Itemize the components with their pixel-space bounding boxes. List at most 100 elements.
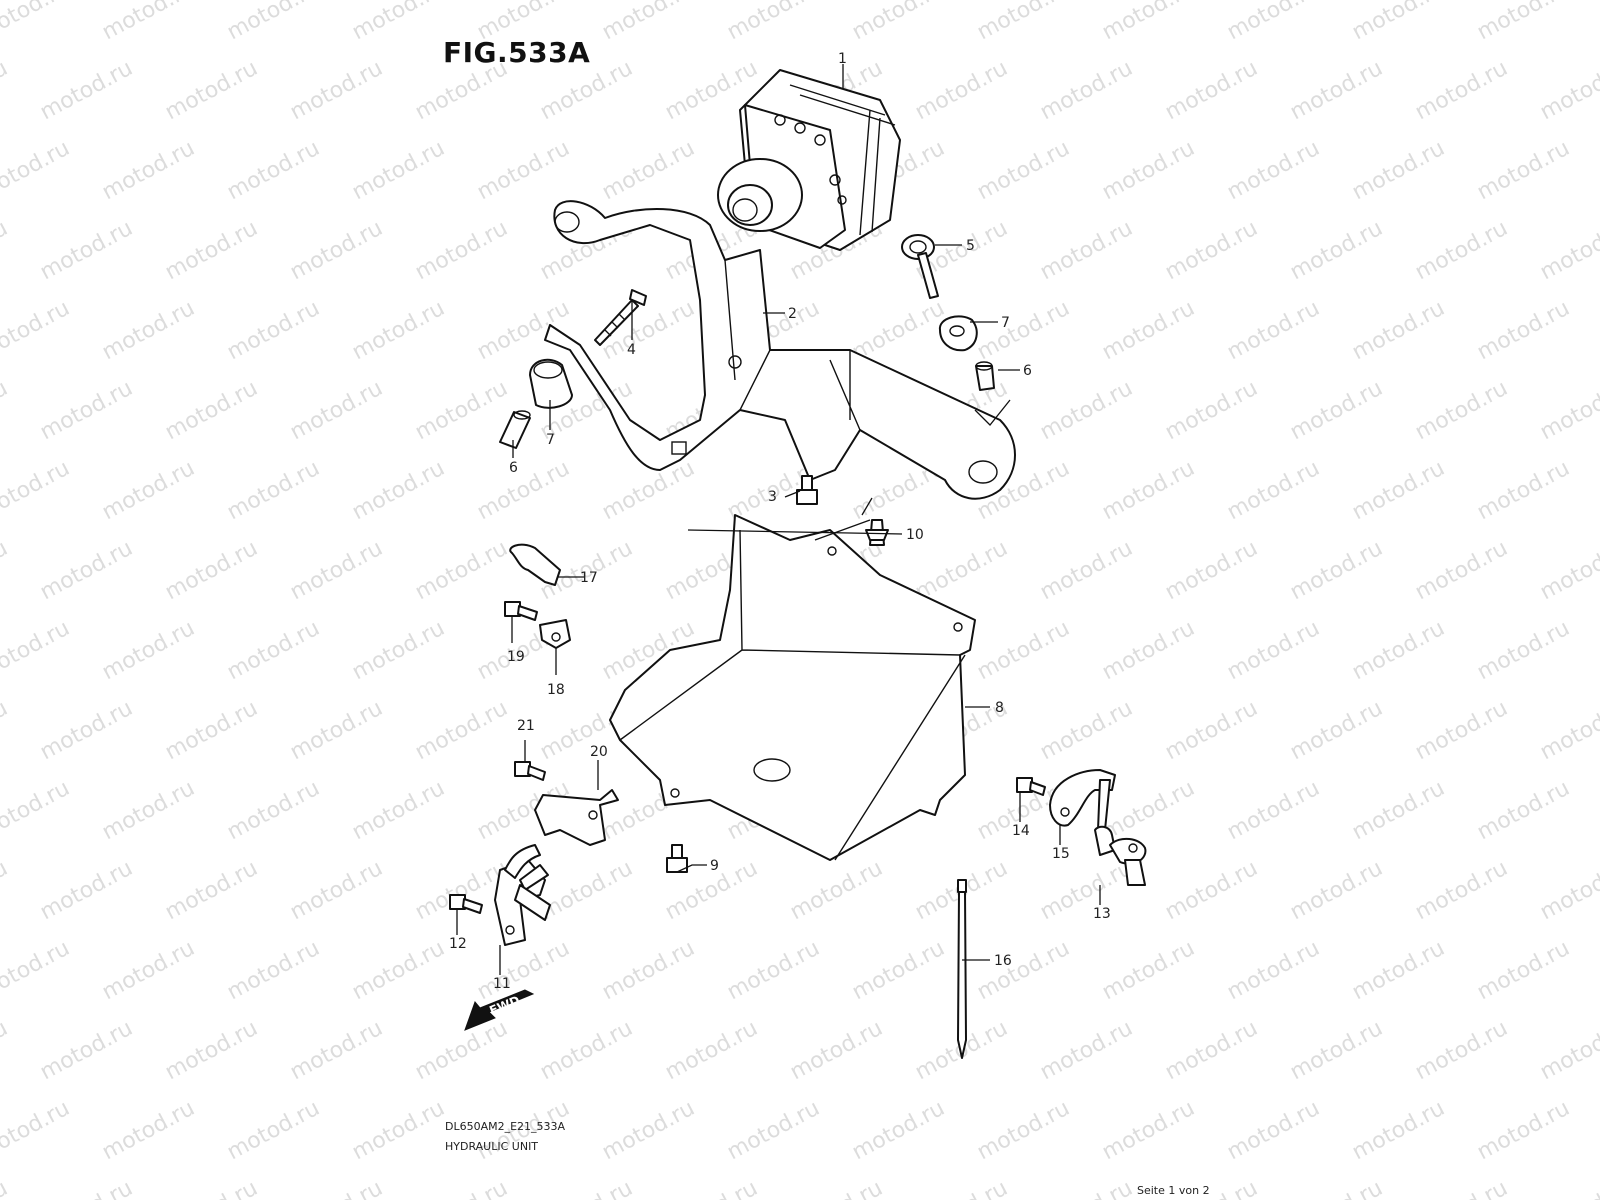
watermark-text: motod.ru [473, 136, 574, 205]
page-indicator: Seite 1 von 2 [1137, 1184, 1210, 1197]
watermark-text: motod.ru [161, 376, 262, 445]
watermark-text: motod.ru [848, 296, 949, 365]
watermark-text: motod.ru [161, 1176, 262, 1200]
leader-lines [456, 64, 1101, 975]
rear-speed-sensor-13 [1094, 779, 1147, 886]
collar-6-right [975, 361, 995, 391]
watermark-text: motod.ru [0, 56, 12, 125]
watermark-text: motod.ru [786, 1176, 887, 1200]
watermark-text: motod.ru [411, 376, 512, 445]
abs-bracket [544, 200, 1016, 500]
watermark-text: motod.ru [473, 456, 574, 525]
watermark-text: motod.ru [911, 1176, 1012, 1200]
callout-20: 20 [590, 744, 608, 760]
watermark-text: motod.ru [1036, 216, 1137, 285]
watermark-text: motod.ru [223, 1096, 324, 1165]
watermark-text: motod.ru [536, 856, 637, 925]
watermark-text: motod.ru [1473, 616, 1574, 685]
watermark-text: motod.ru [98, 776, 199, 845]
watermark-text: motod.ru [161, 1016, 262, 1085]
watermark-text: motod.ru [1161, 376, 1262, 445]
callout-13: 13 [1093, 906, 1111, 922]
watermark-text: motod.ru [0, 216, 12, 285]
watermark-text: motod.ru [1036, 56, 1137, 125]
watermark-text: motod.ru [723, 936, 824, 1005]
watermark-text: motod.ru [0, 616, 74, 685]
watermark-text: motod.ru [598, 0, 699, 45]
callout-16: 16 [994, 953, 1012, 969]
watermark-text: motod.ru [411, 536, 512, 605]
bolt-19 [504, 601, 538, 621]
watermark-text: motod.ru [1348, 136, 1449, 205]
watermark-text: motod.ru [723, 0, 824, 45]
watermark-text: motod.ru [98, 0, 199, 45]
watermark-text: motod.ru [223, 0, 324, 45]
watermark-text: motod.ru [1161, 56, 1262, 125]
watermark-text: motod.ru [1098, 0, 1199, 45]
model-code: DL650AM2_E21_533A [445, 1120, 566, 1133]
watermark-text: motod.ru [1161, 536, 1262, 605]
watermark-text: motod.ru [36, 536, 137, 605]
watermark-text: motod.ru [1411, 696, 1512, 765]
watermark-text: motod.ru [1286, 856, 1387, 925]
watermark-text: motod.ru [973, 136, 1074, 205]
watermark-text: motod.ru [286, 696, 387, 765]
watermark-text: motod.ru [1473, 136, 1574, 205]
watermark-text: motod.ru [1473, 0, 1574, 45]
watermark-text: motod.ru [1286, 696, 1387, 765]
watermark-text: motod.ru [36, 1176, 137, 1200]
watermark-text: motod.ru [411, 216, 512, 285]
watermark-text: motod.ru [1536, 376, 1600, 445]
watermark-text: motod.ru [1286, 1016, 1387, 1085]
watermark-text: motod.ru [223, 296, 324, 365]
watermark-text: motod.ru [98, 616, 199, 685]
watermark-text: motod.ru [0, 696, 12, 765]
watermark-text: motod.ru [1161, 1016, 1262, 1085]
callout-12: 12 [449, 936, 467, 952]
watermark-text: motod.ru [1223, 616, 1324, 685]
callout-labels: 1 2 3 4 5 6 6 7 7 8 9 10 11 12 13 14 15 … [449, 51, 1111, 992]
watermark-text: motod.ru [1036, 856, 1137, 925]
bracket-20 [534, 789, 619, 846]
watermark-text: motod.ru [1536, 1176, 1600, 1200]
watermark-text: motod.ru [1223, 296, 1324, 365]
watermark-text: motod.ru [348, 776, 449, 845]
watermark-text: motod.ru [36, 1016, 137, 1085]
watermark-text: motod.ru [1036, 1176, 1137, 1200]
watermark-text: motod.ru [1411, 376, 1512, 445]
watermark-text: motod.ru [1036, 696, 1137, 765]
watermark-text: motod.ru [1348, 616, 1449, 685]
callout-7-left: 7 [546, 432, 555, 448]
callout-17: 17 [580, 570, 598, 586]
bolt-4 [594, 289, 647, 346]
abs-hydraulic-unit [717, 69, 901, 251]
watermark-text: motod.ru [1348, 456, 1449, 525]
watermark-text: motod.ru [1411, 536, 1512, 605]
grommet-7-left [529, 358, 573, 409]
clamp-17 [509, 543, 561, 586]
watermark-text: motod.ru [36, 376, 137, 445]
watermark-text: motod.ru [1098, 296, 1199, 365]
watermark-text: motod.ru [1348, 1096, 1449, 1165]
watermark-text: motod.ru [598, 936, 699, 1005]
callout-2: 2 [788, 306, 797, 322]
watermark-text: motod.ru [98, 296, 199, 365]
watermark-text: motod.ru [1536, 216, 1600, 285]
watermark-text: motod.ru [161, 696, 262, 765]
watermark-text: motod.ru [348, 616, 449, 685]
bolt-9 [666, 844, 688, 873]
watermark-text: motod.ru [598, 1096, 699, 1165]
watermark-text: motod.ru [348, 0, 449, 45]
watermark-text: motod.ru [0, 776, 74, 845]
watermark-text: motod.ru [1286, 536, 1387, 605]
watermark-text: motod.ru [1411, 856, 1512, 925]
watermark-text: motod.ru [1286, 1176, 1387, 1200]
callout-5: 5 [966, 238, 975, 254]
watermark-text: motod.ru [0, 1176, 12, 1200]
watermark-text: motod.ru [1473, 936, 1574, 1005]
bolt-5 [901, 234, 939, 299]
watermark-text: motod.ru [0, 936, 74, 1005]
cable-tie-16 [957, 879, 967, 1059]
watermark-text: motod.ru [286, 1016, 387, 1085]
